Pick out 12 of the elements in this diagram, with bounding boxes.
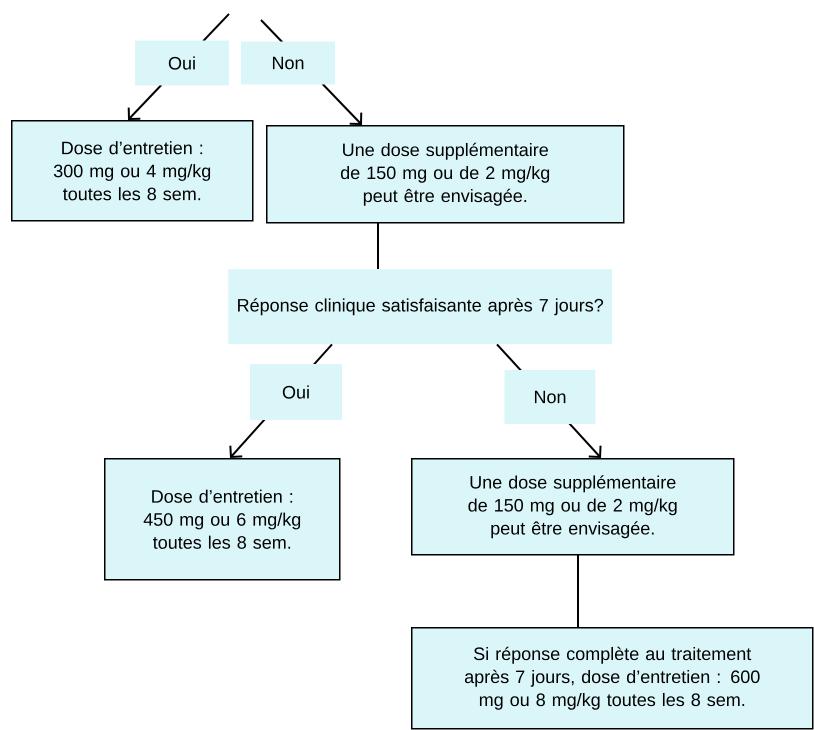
process-box: Si réponse complète au traitement après 7 jours, dose d’entretien : 600 mg ou 8 mg/kg toutes les 8 sem. — [411, 627, 814, 730]
edge-label: Oui — [135, 40, 229, 86]
question-box: Réponse clinique satisfaisante après 7 jours? — [228, 269, 612, 344]
process-box: Une dose supplémentaire de 150 mg ou de 2 mg/kg peut être envisagée. — [411, 458, 734, 556]
connector-line — [577, 556, 579, 627]
edge-label: Non — [241, 42, 335, 84]
process-box: Dose d’entretien : 300 mg ou 4 mg/kg toutes les 8 sem. — [11, 120, 254, 222]
process-box: Une dose supplémentaire de 150 mg ou de 2 mg/kg peut être envisagée. — [266, 125, 624, 224]
edge-label: Oui — [250, 364, 342, 420]
edge-label: Non — [504, 370, 596, 424]
process-box: Dose d’entretien : 450 mg ou 6 mg/kg toutes les 8 sem. — [104, 458, 340, 580]
connector-line — [377, 224, 379, 269]
